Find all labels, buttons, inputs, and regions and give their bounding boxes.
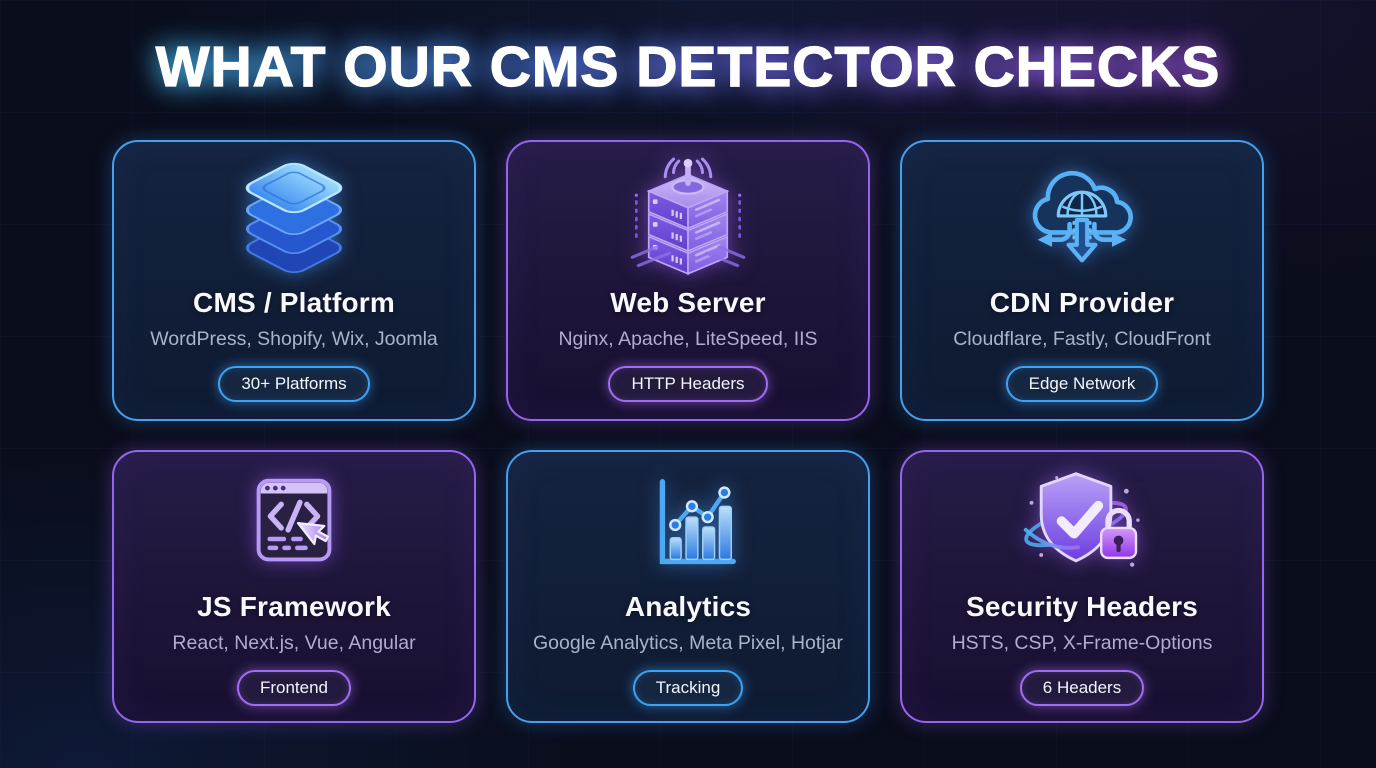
card-title: CMS / Platform bbox=[193, 287, 395, 318]
card-security-headers: Security Headers HSTS, CSP, X-Frame-Opti… bbox=[900, 450, 1264, 723]
card-analytics: Analytics Google Analytics, Meta Pixel, … bbox=[506, 450, 870, 723]
header: WHAT OUR CMS DETECTOR CHECKS WHAT OUR CM… bbox=[0, 0, 1376, 100]
bar-chart-icon bbox=[629, 466, 747, 584]
card-subtitle: React, Next.js, Vue, Angular bbox=[172, 632, 416, 654]
card-badge: Tracking bbox=[632, 670, 744, 706]
card-subtitle: HSTS, CSP, X-Frame-Options bbox=[951, 632, 1213, 654]
card-title: Web Server bbox=[610, 287, 766, 318]
page-title: WHAT OUR CMS DETECTOR CHECKS bbox=[155, 34, 1221, 99]
card-js-framework: JS Framework React, Next.js, Vue, Angula… bbox=[112, 450, 476, 723]
shield-lock-icon bbox=[1018, 466, 1146, 584]
card-subtitle: Nginx, Apache, LiteSpeed, IIS bbox=[558, 328, 818, 350]
layers-icon bbox=[234, 156, 354, 280]
card-subtitle: Cloudflare, Fastly, CloudFront bbox=[953, 328, 1211, 350]
cards-grid: CMS / Platform WordPress, Shopify, Wix, … bbox=[112, 140, 1264, 723]
card-cms-platform: CMS / Platform WordPress, Shopify, Wix, … bbox=[112, 140, 476, 421]
card-badge: 30+ Platforms bbox=[218, 366, 370, 402]
card-subtitle: Google Analytics, Meta Pixel, Hotjar bbox=[533, 632, 843, 654]
card-title: Analytics bbox=[624, 591, 752, 622]
page-title-wrap: WHAT OUR CMS DETECTOR CHECKS WHAT OUR CM… bbox=[155, 34, 1221, 100]
code-window-icon bbox=[235, 466, 353, 584]
card-title: JS Framework bbox=[197, 591, 391, 622]
page-title-glow: WHAT OUR CMS DETECTOR CHECKS bbox=[155, 34, 1221, 100]
card-badge: HTTP Headers bbox=[608, 366, 768, 402]
card-badge: 6 Headers bbox=[1019, 670, 1145, 706]
card-title: Security Headers bbox=[966, 591, 1198, 622]
card-badge: Edge Network bbox=[1005, 366, 1159, 402]
card-subtitle: WordPress, Shopify, Wix, Joomla bbox=[150, 328, 438, 350]
card-badge: Frontend bbox=[236, 670, 352, 706]
card-cdn-provider: CDN Provider Cloudflare, Fastly, CloudFr… bbox=[900, 140, 1264, 421]
cloud-network-icon bbox=[1020, 156, 1144, 280]
card-web-server: Web Server Nginx, Apache, LiteSpeed, IIS… bbox=[506, 140, 870, 421]
server-icon bbox=[626, 156, 750, 280]
card-title: CDN Provider bbox=[989, 287, 1175, 318]
